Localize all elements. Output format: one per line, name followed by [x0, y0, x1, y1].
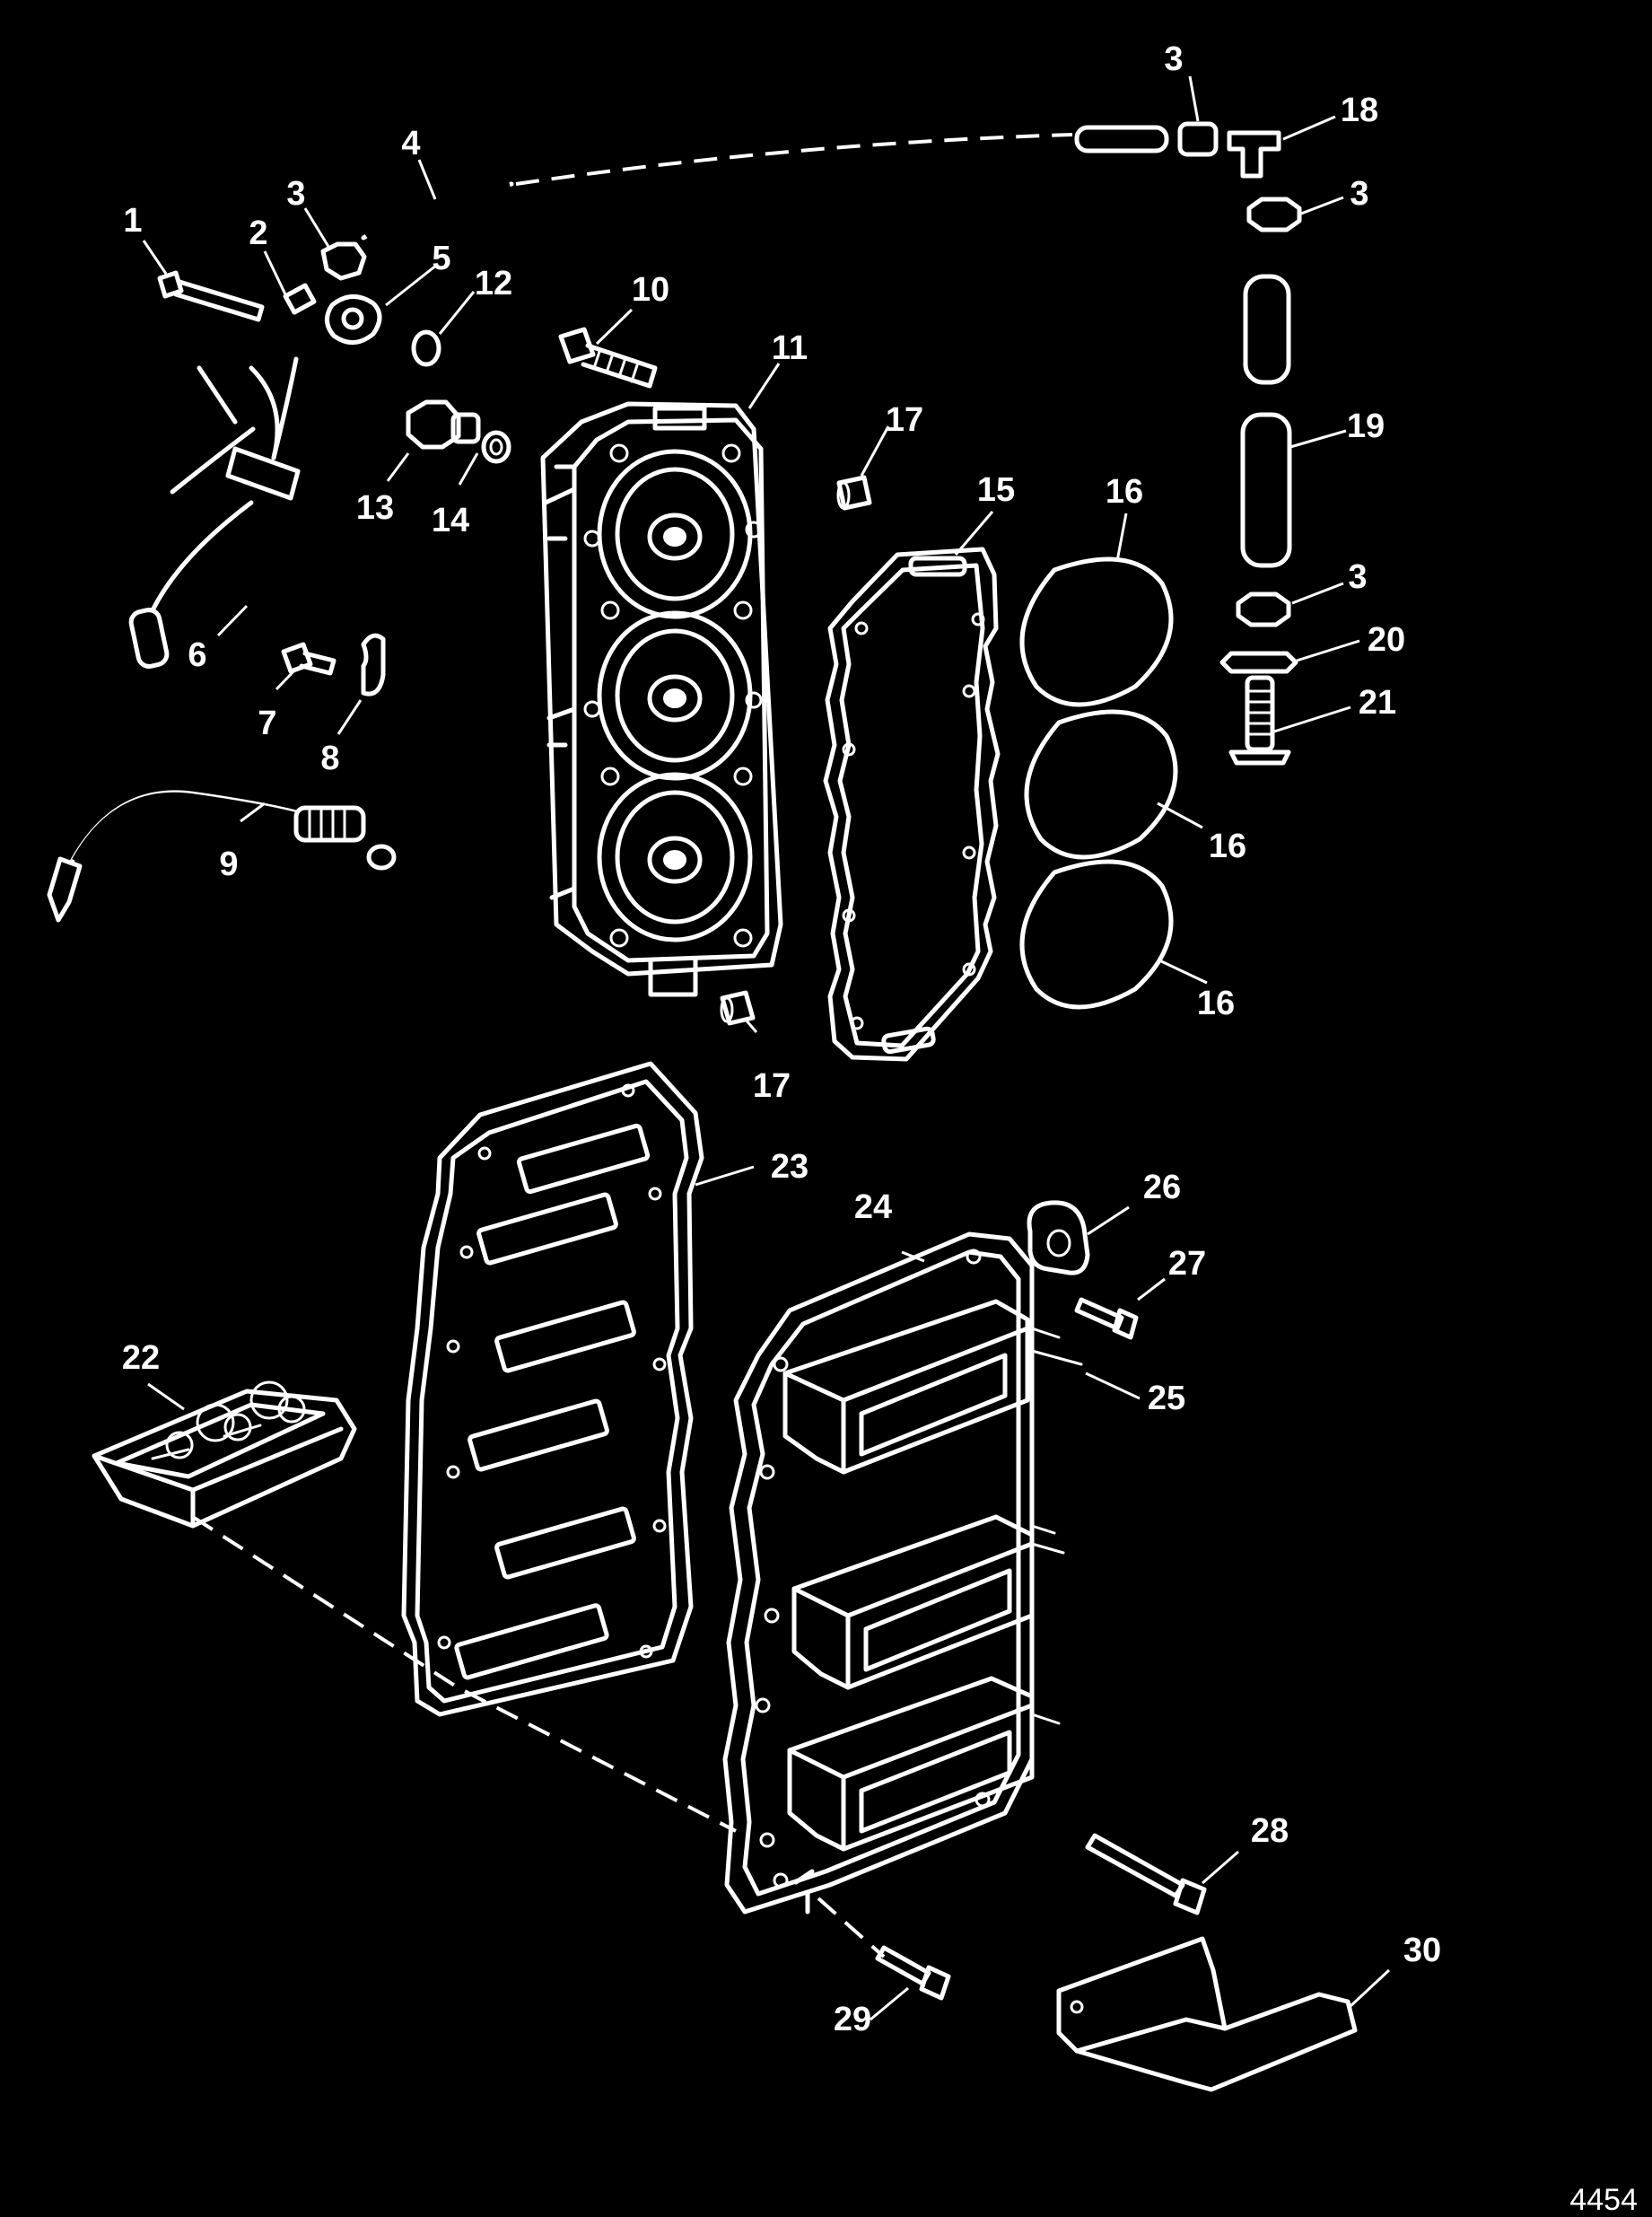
callout-c3b: 3 — [1164, 40, 1183, 78]
callout-c24: 24 — [854, 1188, 892, 1226]
callout-c20: 20 — [1368, 621, 1405, 659]
callout-c19: 19 — [1347, 407, 1385, 445]
callout-c23: 23 — [771, 1148, 809, 1186]
water-hose-assembly — [361, 121, 1302, 766]
callout-c10: 10 — [632, 271, 669, 309]
callout-c3a: 3 — [286, 175, 305, 213]
callout-c17a: 17 — [886, 401, 923, 439]
reed-block — [92, 1380, 737, 1833]
callout-c8: 8 — [320, 740, 339, 777]
leader-lines — [142, 75, 1391, 2021]
callout-c11: 11 — [772, 329, 808, 367]
long-bolt — [1085, 1833, 1207, 1915]
callout-c3c: 3 — [1350, 175, 1368, 213]
dowel-pins — [720, 475, 872, 1026]
callout-c16b: 16 — [1209, 828, 1246, 865]
callout-c29: 29 — [834, 2001, 871, 2038]
callout-c6: 6 — [188, 636, 206, 674]
callout-c18: 18 — [1341, 92, 1378, 129]
cylinder-head — [540, 401, 783, 997]
callout-c16a: 16 — [1106, 473, 1143, 511]
clamp-and-screw — [1027, 1200, 1139, 1340]
callout-c14: 14 — [432, 502, 469, 539]
callout-c25: 25 — [1148, 1380, 1185, 1417]
callout-c12: 12 — [475, 265, 512, 302]
drawing-number: 4454 — [1569, 2183, 1638, 2217]
callout-c4: 4 — [401, 125, 420, 162]
short-bolt — [817, 1897, 951, 2001]
callout-c5: 5 — [432, 240, 450, 277]
callout-c15: 15 — [977, 471, 1015, 509]
callout-c27: 27 — [1168, 1245, 1206, 1283]
callout-c28: 28 — [1251, 1812, 1289, 1850]
callout-c22: 22 — [122, 1339, 160, 1377]
reed-plate — [401, 1061, 704, 1717]
callout-c2: 2 — [249, 215, 267, 252]
upper-left-small-parts — [47, 241, 658, 923]
head-gasket — [823, 547, 1001, 1062]
callout-c3d: 3 — [1348, 558, 1367, 596]
callout-c9: 9 — [219, 846, 238, 883]
callout-c1: 1 — [123, 202, 142, 240]
callout-c30: 30 — [1403, 1932, 1441, 1969]
callout-c13: 13 — [356, 489, 394, 527]
callout-c17b: 17 — [753, 1067, 791, 1105]
callout-c21: 21 — [1359, 684, 1396, 722]
intake-manifold — [722, 1231, 1083, 1915]
callout-c7: 7 — [258, 705, 276, 742]
callout-c16c: 16 — [1197, 985, 1235, 1022]
callout-c26: 26 — [1143, 1169, 1181, 1206]
cover-plate — [1056, 1936, 1358, 2092]
o-rings — [1019, 556, 1178, 1010]
